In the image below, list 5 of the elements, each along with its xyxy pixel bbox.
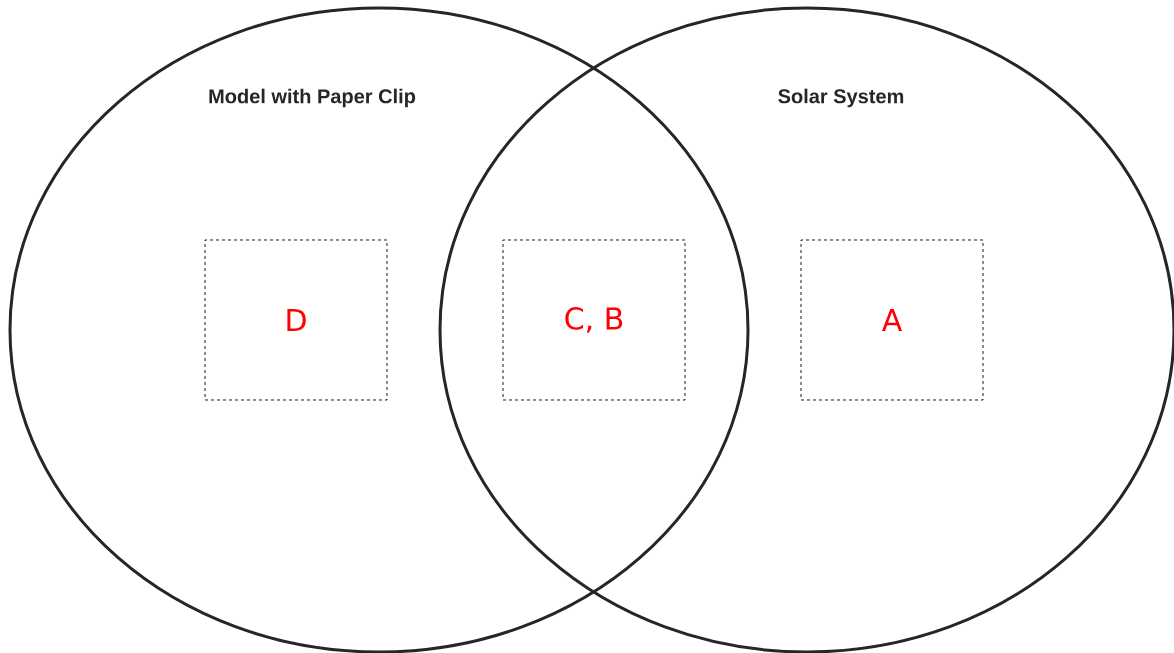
circle-heading: Model with Paper Clip (209, 88, 416, 108)
circle-heading: Solar System (778, 88, 904, 108)
dashed-box: D (204, 239, 388, 401)
dashed-box: C, B (502, 239, 686, 401)
dashed-box: A (800, 239, 984, 401)
